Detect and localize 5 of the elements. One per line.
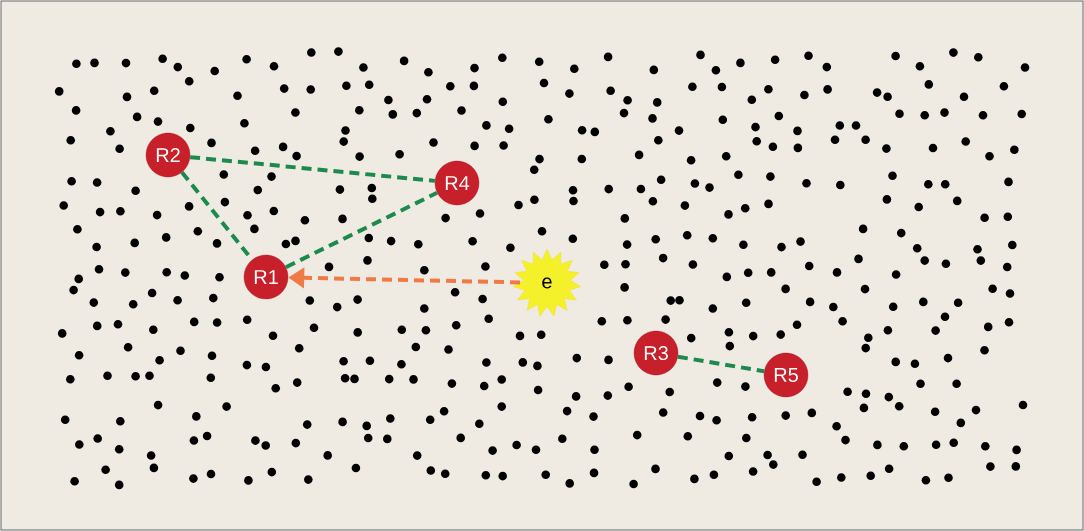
link-line — [180, 171, 254, 261]
starburst: e — [513, 248, 582, 317]
link-line — [677, 354, 765, 374]
link-line — [285, 191, 438, 269]
link-line — [189, 155, 436, 183]
